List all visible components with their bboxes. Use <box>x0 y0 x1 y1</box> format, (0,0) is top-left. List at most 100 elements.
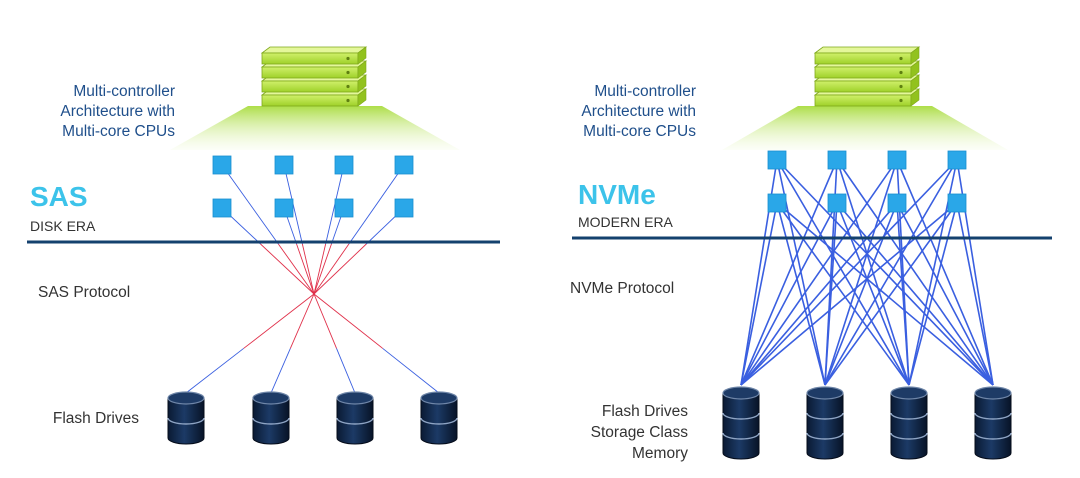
controller-port <box>767 150 787 170</box>
drive-link <box>270 348 291 394</box>
processing-cone <box>170 106 460 150</box>
era-label: DISK ERA <box>30 218 96 234</box>
controller-port <box>212 198 232 218</box>
nvme-link <box>824 159 958 386</box>
status-led-icon <box>346 98 350 103</box>
drives-label: Flash Drives <box>52 410 139 427</box>
status-led-icon <box>899 70 903 75</box>
nvme-link <box>836 202 910 386</box>
nvme-link <box>740 202 958 386</box>
nvme-link <box>908 202 958 386</box>
nvme-link <box>896 202 994 386</box>
server-rack-icon <box>260 46 368 107</box>
protocol-label: NVMe Protocol <box>570 280 675 297</box>
sas-link <box>277 243 315 295</box>
status-led-icon <box>346 70 350 75</box>
drive-link <box>185 348 244 394</box>
nvme-link <box>740 159 958 386</box>
controller-port <box>334 155 354 175</box>
nvme-link <box>956 202 994 386</box>
status-led-icon <box>346 56 350 61</box>
controller-ports <box>212 155 414 218</box>
controller-port <box>887 150 907 170</box>
nvme-protocol-links <box>740 159 994 386</box>
controller-ports <box>767 150 967 213</box>
nvme-link <box>740 202 778 386</box>
nvme-link <box>776 202 910 386</box>
drive-link <box>382 348 440 394</box>
sas-link <box>260 243 315 295</box>
protocol-title: SAS <box>30 181 88 212</box>
nvme-link <box>896 202 910 386</box>
flash-drive-group <box>167 391 458 445</box>
sas-link <box>289 293 315 349</box>
nvme-link <box>836 202 994 386</box>
nvme-link <box>824 202 898 386</box>
controller-port <box>767 193 787 213</box>
nvme-link <box>824 202 838 386</box>
storage-drive-group <box>722 386 1012 460</box>
sas-link <box>313 243 327 295</box>
controller-port <box>394 155 414 175</box>
controller-port <box>827 193 847 213</box>
database-cylinder-icon <box>420 391 458 445</box>
nvme-link <box>740 159 838 386</box>
database-cylinder-icon <box>806 386 844 460</box>
nvme-link <box>740 202 838 386</box>
controller-port <box>334 198 354 218</box>
drives-label: Flash Drives Storage Class Memory <box>590 403 688 462</box>
sas-panel <box>27 46 500 445</box>
nvme-link <box>824 202 958 386</box>
server-unit <box>813 46 921 65</box>
controller-port <box>947 193 967 213</box>
database-cylinder-icon <box>722 386 760 460</box>
protocol-title: NVMe <box>578 179 656 210</box>
architecture-label: Multi-controller Architecture with Multi… <box>581 83 696 140</box>
sas-link <box>313 243 350 295</box>
sas-link <box>243 293 315 349</box>
server-rack-icon <box>813 46 921 107</box>
nvme-link <box>836 159 994 386</box>
processing-cone <box>722 106 1008 150</box>
sas-link <box>296 243 315 295</box>
controller-port <box>394 198 414 218</box>
era-label: MODERN ERA <box>578 214 673 230</box>
database-cylinder-icon <box>252 391 290 445</box>
sas-link <box>313 243 367 295</box>
controller-port <box>212 155 232 175</box>
nvme-link <box>776 202 994 386</box>
nvme-panel <box>572 46 1052 460</box>
sas-link <box>313 243 332 295</box>
port-link <box>348 164 405 245</box>
nvme-link <box>896 159 994 386</box>
port-link <box>221 164 279 245</box>
controller-port <box>887 193 907 213</box>
sas-link <box>301 243 315 295</box>
controller-port <box>827 150 847 170</box>
server-unit <box>260 46 368 65</box>
protocol-label: SAS Protocol <box>38 284 131 301</box>
database-cylinder-icon <box>974 386 1012 460</box>
architecture-label: Multi-controller Architecture with Multi… <box>60 83 175 140</box>
nvme-link <box>740 159 898 386</box>
nvme-link <box>776 202 826 386</box>
nvme-link <box>776 159 910 386</box>
nvme-link <box>824 159 898 386</box>
drive-link <box>336 348 356 394</box>
nvme-link <box>740 202 898 386</box>
database-cylinder-icon <box>167 391 205 445</box>
database-cylinder-icon <box>336 391 374 445</box>
status-led-icon <box>899 98 903 103</box>
status-led-icon <box>899 56 903 61</box>
nvme-link <box>776 159 994 386</box>
controller-port <box>947 150 967 170</box>
nvme-link <box>836 159 910 386</box>
controller-port <box>274 155 294 175</box>
database-cylinder-icon <box>890 386 928 460</box>
sas-protocol-links <box>185 164 440 394</box>
sas-link <box>313 293 384 349</box>
status-led-icon <box>346 84 350 89</box>
sas-link <box>313 293 337 349</box>
status-led-icon <box>899 84 903 89</box>
